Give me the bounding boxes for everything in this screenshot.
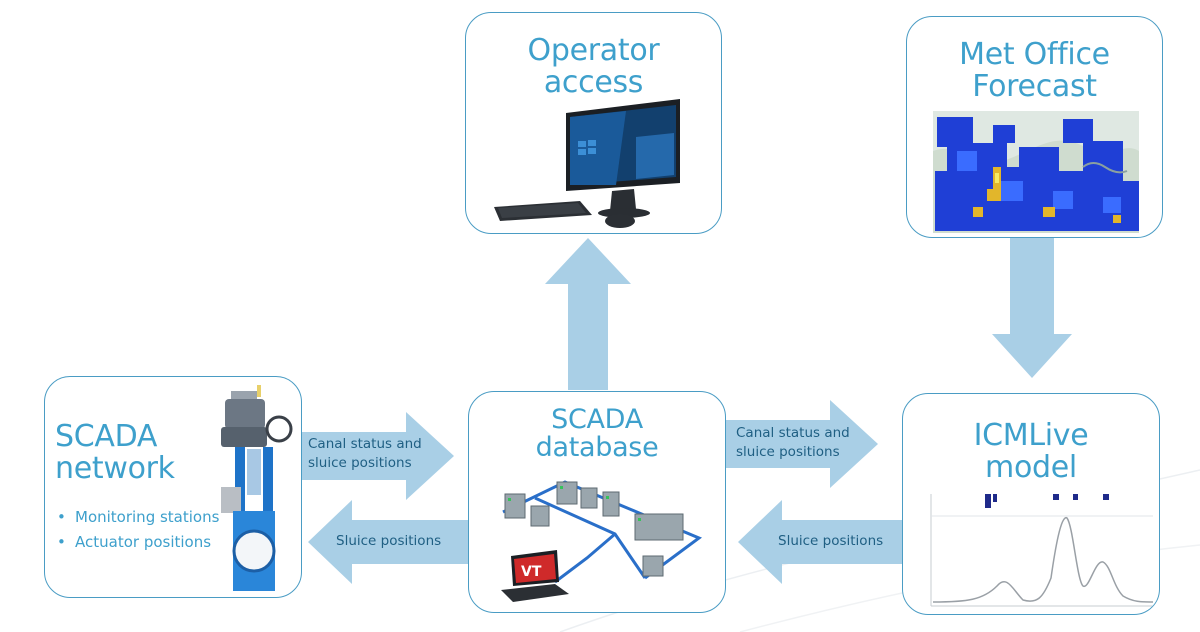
label-line-1: Canal status and <box>308 436 422 452</box>
arrow-metoffice-to-icmlive <box>992 238 1072 378</box>
desktop-computer-icon <box>494 99 680 228</box>
scada-network-title: SCADA network <box>55 421 175 484</box>
label-line-2: sluice positions <box>736 444 840 460</box>
title-line-1: SCADA <box>551 404 643 435</box>
title-line-2: access <box>543 64 644 100</box>
arrow-db-to-operator <box>545 238 631 390</box>
hydrograph-thumbnail <box>927 490 1157 610</box>
arrow-icmlive-to-db <box>738 500 906 584</box>
label-line-2: sluice positions <box>308 455 412 471</box>
scada-network-servers-illustration: VT <box>501 480 703 602</box>
met-office-title: Met Office Forecast <box>907 39 1162 102</box>
operator-access-title: Operator access <box>466 35 721 98</box>
scada-network-bullet-list: Monitoring stations Actuator positions <box>57 505 219 555</box>
scada-database-box: SCADA database VT <box>468 391 726 613</box>
rainfall-radar-map <box>933 111 1139 233</box>
sluice-gate-actuator-icon <box>221 385 293 591</box>
arrow-icmlive-to-db-label: Sluice positions <box>778 533 884 549</box>
scada-network-box: SCADA network Monitoring stations Actuat… <box>44 376 302 598</box>
arrow-db-to-network-label: Sluice positions <box>336 533 442 549</box>
arrow-db-to-icmlive-label: Canal status and sluice positions <box>736 424 850 462</box>
icmlive-title: ICMLive model <box>903 420 1159 483</box>
title-line-2: database <box>535 432 659 464</box>
title-line-1: Operator <box>527 33 660 68</box>
icmlive-box: ICMLive model <box>902 393 1160 615</box>
title-line-1: ICMLive <box>973 418 1089 453</box>
operator-access-box: Operator access <box>465 12 722 234</box>
arrow-db-to-network <box>308 500 468 584</box>
list-item: Actuator positions <box>57 530 219 555</box>
met-office-box: Met Office Forecast <box>906 16 1163 238</box>
title-line-2: network <box>55 450 175 486</box>
title-line-2: Forecast <box>972 68 1097 104</box>
scada-database-title: SCADA database <box>469 404 725 464</box>
label-line-1: Canal status and <box>736 425 850 441</box>
title-line-1: Met Office <box>959 37 1110 72</box>
arrow-db-to-icmlive <box>726 400 878 488</box>
title-line-1: SCADA <box>55 419 158 454</box>
title-line-2: model <box>985 449 1077 485</box>
arrow-network-to-db <box>302 412 454 500</box>
arrow-network-to-db-label: Canal status and sluice positions <box>308 435 422 473</box>
vt-logo-text: VT <box>521 564 542 580</box>
list-item: Monitoring stations <box>57 505 219 530</box>
